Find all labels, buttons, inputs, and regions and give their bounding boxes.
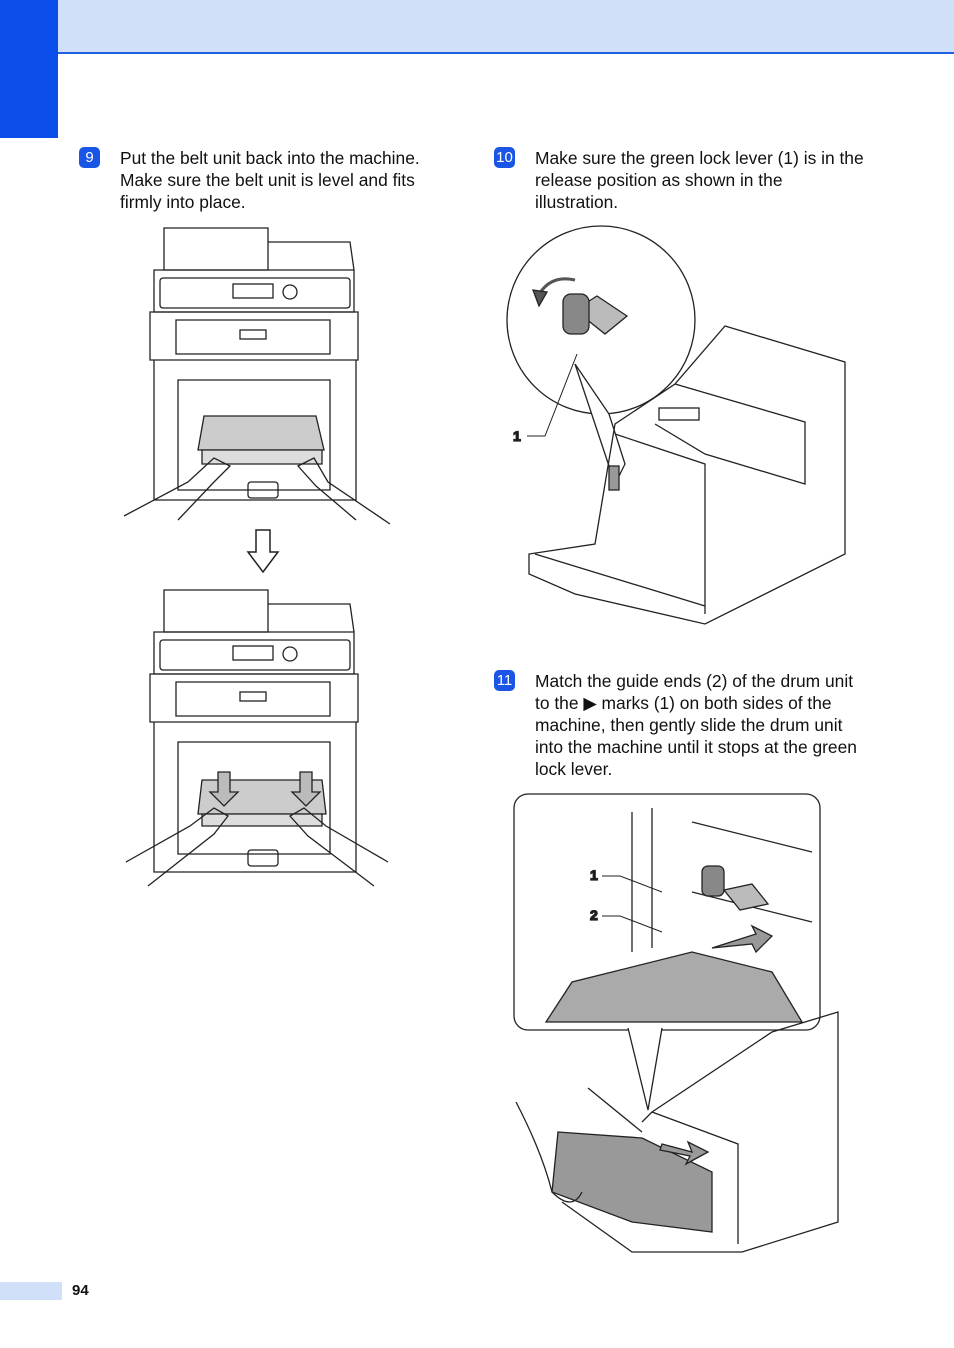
callout-label-2: 2 bbox=[590, 907, 598, 923]
triangle-right-icon: ▶ bbox=[583, 693, 597, 713]
step-9: 9 Put the belt unit back into the machin… bbox=[79, 147, 449, 213]
footer-band bbox=[0, 1282, 62, 1300]
page-number: 94 bbox=[72, 1282, 89, 1299]
step-number-badge: 10 bbox=[494, 147, 515, 168]
chapter-tab bbox=[0, 0, 58, 138]
belt-unit-insert-illustration bbox=[118, 220, 398, 530]
down-arrow-icon bbox=[246, 528, 280, 574]
belt-unit-seated-illustration bbox=[118, 586, 398, 890]
step-instruction: Make sure the green lock lever (1) is in… bbox=[535, 148, 864, 212]
drum-unit-insert-illustration: 1 2 bbox=[512, 792, 842, 1254]
step-number-badge: 11 bbox=[494, 670, 515, 691]
step-instruction: Match the guide ends (2) of the drum uni… bbox=[535, 671, 857, 779]
lock-lever-release-illustration: 1 bbox=[505, 224, 851, 634]
step-11: 11 Match the guide ends (2) of the drum … bbox=[494, 670, 864, 780]
step-number-badge: 9 bbox=[79, 147, 100, 168]
callout-label-1: 1 bbox=[590, 867, 598, 883]
header-band bbox=[0, 0, 954, 54]
callout-label-1: 1 bbox=[513, 428, 521, 444]
step-instruction: Put the belt unit back into the machine.… bbox=[120, 148, 420, 212]
step-10: 10 Make sure the green lock lever (1) is… bbox=[494, 147, 864, 213]
